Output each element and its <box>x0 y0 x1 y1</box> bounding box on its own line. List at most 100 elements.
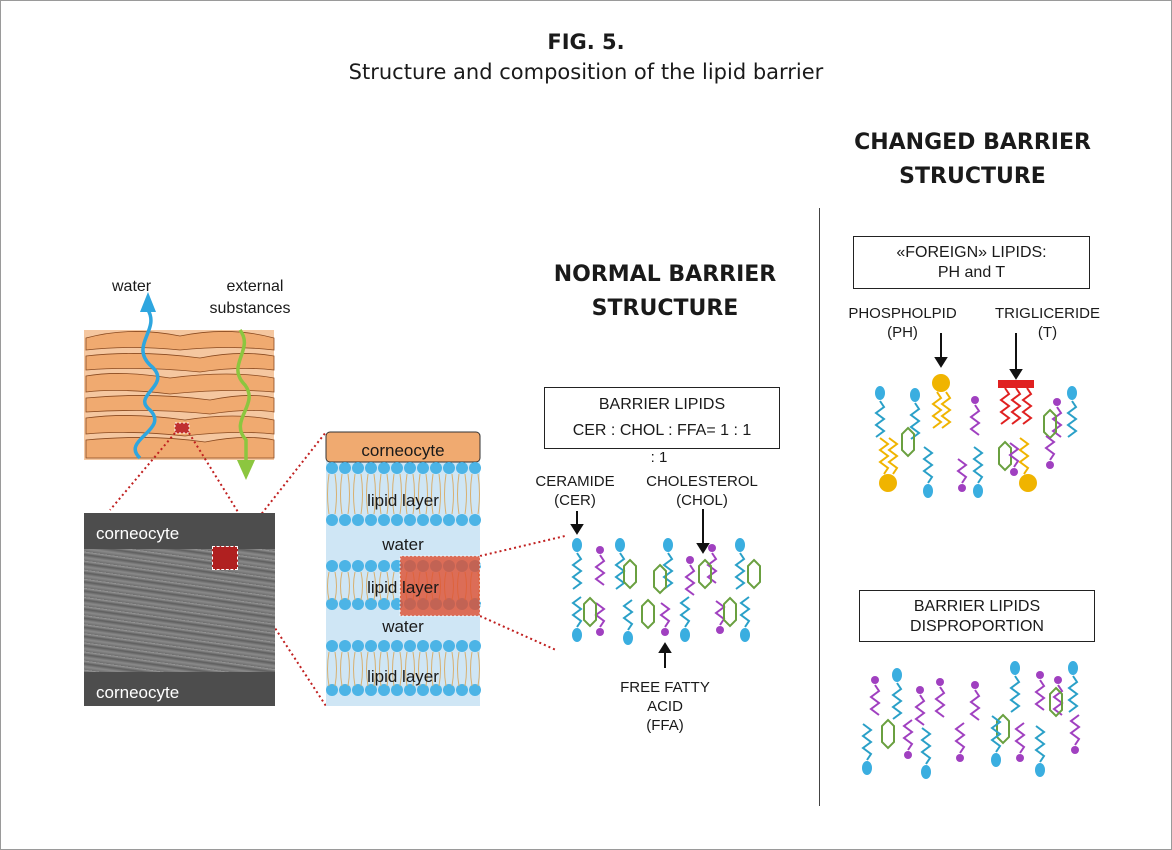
figure-title: Structure and composition of the lipid b… <box>348 60 824 84</box>
cholesterol <box>881 718 895 750</box>
ffa-head <box>1054 676 1062 684</box>
lipid-head <box>892 668 902 682</box>
micrograph-highlight <box>212 546 238 570</box>
cholesterol <box>723 596 737 628</box>
stack-tail <box>379 651 389 687</box>
lipid-tail <box>1034 679 1046 711</box>
lipid-head <box>339 598 351 610</box>
lipid-head <box>735 538 745 552</box>
lipid-head <box>973 484 983 498</box>
lipid-head <box>391 462 403 474</box>
ratio-wrap: : 1 <box>650 449 668 466</box>
ffa-head <box>596 546 604 554</box>
lipid-head <box>443 640 455 652</box>
cholesterol <box>747 558 761 590</box>
lipid-tail <box>954 722 966 754</box>
lipid-tail <box>1067 675 1079 713</box>
lipid-head <box>326 514 338 526</box>
stack-tail <box>366 571 376 601</box>
lipid-head <box>378 598 390 610</box>
lipid-head <box>469 514 481 526</box>
ffa-head <box>916 686 924 694</box>
ffa-head <box>1010 468 1018 476</box>
lipid-head <box>469 684 481 696</box>
lipid-tail <box>662 552 674 590</box>
lipid-head <box>378 462 390 474</box>
stack-tail <box>444 473 454 515</box>
cholesterol <box>698 558 712 590</box>
barrier-lipids-box: BARRIER LIPIDS CER : CHOL : FFA= 1 : 1 <box>544 387 780 449</box>
lipid-tail <box>1018 437 1030 475</box>
external-label-1: external <box>226 278 284 295</box>
stack-tail <box>470 651 480 687</box>
stack-lipid-layer-2: lipid layer <box>367 578 439 597</box>
lipid-tail <box>891 682 903 720</box>
ffa-head <box>971 396 979 404</box>
lipid-head <box>430 514 442 526</box>
lipid-head <box>352 514 364 526</box>
stack-lipid-layer-3: lipid layer <box>367 667 439 686</box>
cholesterol <box>1043 408 1057 440</box>
stack-tail <box>327 651 337 687</box>
lipid-head <box>326 684 338 696</box>
lipid-head <box>615 538 625 552</box>
cholesterol <box>996 713 1010 745</box>
stack-tail <box>379 571 389 601</box>
lipid-tail <box>861 723 873 761</box>
lipid-tail <box>734 552 746 590</box>
lipid-head <box>1019 474 1037 492</box>
lipid-tail <box>684 564 696 596</box>
stack-tail <box>431 473 441 515</box>
lipid-head <box>991 753 1001 767</box>
ffa-head <box>956 754 964 762</box>
lipid-tail <box>999 387 1011 425</box>
lipid-tail <box>714 600 726 626</box>
lipid-head <box>339 514 351 526</box>
lipid-tail <box>571 552 583 590</box>
lipid-tail <box>1014 722 1026 754</box>
lipid-head <box>1068 661 1078 675</box>
ffa-head <box>936 678 944 686</box>
skin-layers <box>84 292 275 480</box>
lipid-head <box>1067 386 1077 400</box>
changed-heading: CHANGED BARRIER STRUCTURE <box>854 130 1091 189</box>
stack-tail <box>431 651 441 687</box>
stack-tail <box>444 651 454 687</box>
foreign-lipids-box: «FOREIGN» LIPIDS: PH and T <box>853 236 1090 289</box>
lipid-head <box>404 684 416 696</box>
lipid-head <box>391 684 403 696</box>
lipid-tail <box>679 596 691 628</box>
lipid-head <box>443 462 455 474</box>
external-label-2: substances <box>209 300 291 317</box>
stack-tail <box>327 571 337 601</box>
lipid-head <box>378 514 390 526</box>
lipid-tail <box>622 599 634 631</box>
lipid-head <box>339 560 351 572</box>
lipid-tail <box>1066 400 1078 438</box>
stack-water-1: water <box>382 535 424 554</box>
lipid-head <box>365 560 377 572</box>
lipid-tail <box>956 458 968 484</box>
lipid-head <box>879 474 897 492</box>
panel-divider <box>819 208 820 806</box>
stack-tail <box>353 651 363 687</box>
lipid-tail <box>969 404 981 436</box>
micrograph-label-bottom: corneocyte <box>96 683 180 702</box>
lipid-head <box>456 462 468 474</box>
lipid-head <box>391 514 403 526</box>
stack-tail <box>366 473 376 515</box>
ffa-head <box>871 676 879 684</box>
lipid-tail <box>1044 435 1056 461</box>
lipid-head <box>352 598 364 610</box>
ffa-head <box>1016 754 1024 762</box>
phospholipid-label: PHOSPHOLPID(PH) <box>848 305 957 341</box>
lipid-head <box>326 462 338 474</box>
lipid-head <box>680 628 690 642</box>
ffa-head <box>958 484 966 492</box>
lipid-head <box>365 598 377 610</box>
stack-tail <box>457 651 467 687</box>
ffa-head <box>661 628 669 636</box>
lipid-head <box>430 462 442 474</box>
